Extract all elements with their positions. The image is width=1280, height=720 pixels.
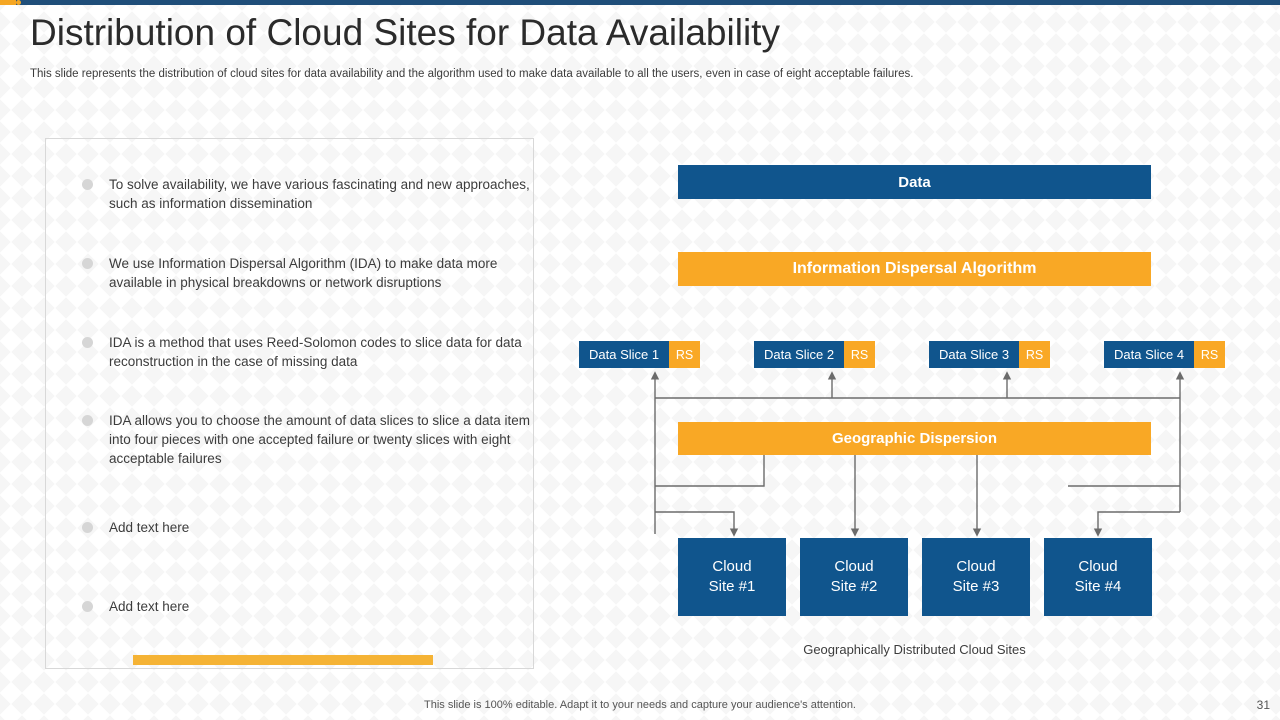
footer-note: This slide is 100% editable. Adapt it to… [424,699,856,711]
cloud-site-4-line2: Site #4 [1074,578,1122,595]
top-accent-dot [16,0,21,5]
slide-title: Distribution of Cloud Sites for Data Ava… [30,12,780,53]
data-slice-3-label: Data Slice 3 [929,341,1020,368]
top-accent-orange [0,0,16,5]
top-accent-bar [0,0,1280,5]
data-slice-1-tag: RS [669,341,701,368]
list-item: Add text here [82,597,549,616]
cloud-site-4-line1: Cloud [1078,558,1118,575]
data-slice-2-tag: RS [844,341,876,368]
bullet-dot-icon [82,337,93,348]
ida-bar: Information Dispersal Algorithm [678,252,1151,286]
list-item-label: To solve availability, we have various f… [109,177,530,211]
data-slice-1: Data Slice 1 RS [579,341,701,368]
ida-diagram: Data Information Dispersal Algorithm Dat… [560,130,1260,690]
cloud-site-1: Cloud Site #1 [678,538,786,616]
geographic-dispersion-bar: Geographic Dispersion [678,422,1151,455]
diagram-connectors [650,371,1185,537]
list-item-label: We use Information Dispersal Algorithm (… [109,256,498,290]
list-item: IDA allows you to choose the amount of d… [82,411,549,468]
cloud-site-2-line1: Cloud [834,558,874,575]
list-item: To solve availability, we have various f… [82,175,549,213]
data-slice-4-label: Data Slice 4 [1104,341,1195,368]
bullet-dot-icon [82,258,93,269]
cloud-site-1-line2: Site #1 [708,578,756,595]
list-item-label: Add text here [109,599,190,614]
data-slice-3-tag: RS [1019,341,1051,368]
cloud-site-3-line1: Cloud [956,558,996,575]
data-slice-1-label: Data Slice 1 [579,341,670,368]
cloud-site-2-line2: Site #2 [830,578,878,595]
bullet-dot-icon [82,522,93,533]
cloud-site-2: Cloud Site #2 [800,538,908,616]
data-slice-4: Data Slice 4 RS [1104,341,1226,368]
list-item-label: IDA is a method that uses Reed-Solomon c… [109,335,522,369]
page-number: 31 [1256,698,1270,712]
list-item: IDA is a method that uses Reed-Solomon c… [82,333,549,371]
list-item: We use Information Dispersal Algorithm (… [82,254,549,292]
panel-underline [133,655,433,665]
data-slice-4-tag: RS [1194,341,1226,368]
bullet-panel: To solve availability, we have various f… [45,138,534,669]
data-slice-3: Data Slice 3 RS [929,341,1051,368]
bullet-dot-icon [82,179,93,190]
data-slice-2-label: Data Slice 2 [754,341,845,368]
cloud-site-3-line2: Site #3 [952,578,1000,595]
list-item: Add text here [82,518,549,537]
cloud-site-4: Cloud Site #4 [1044,538,1152,616]
bullet-dot-icon [82,601,93,612]
list-item-label: Add text here [109,520,190,535]
slide-subtitle: This slide represents the distribution o… [30,68,914,80]
diagram-caption: Geographically Distributed Cloud Sites [803,642,1026,657]
data-slice-2: Data Slice 2 RS [754,341,876,368]
cloud-site-3: Cloud Site #3 [922,538,1030,616]
data-bar: Data [678,165,1151,199]
list-item-label: IDA allows you to choose the amount of d… [109,413,530,466]
bullet-dot-icon [82,415,93,426]
cloud-site-1-line1: Cloud [712,558,752,575]
